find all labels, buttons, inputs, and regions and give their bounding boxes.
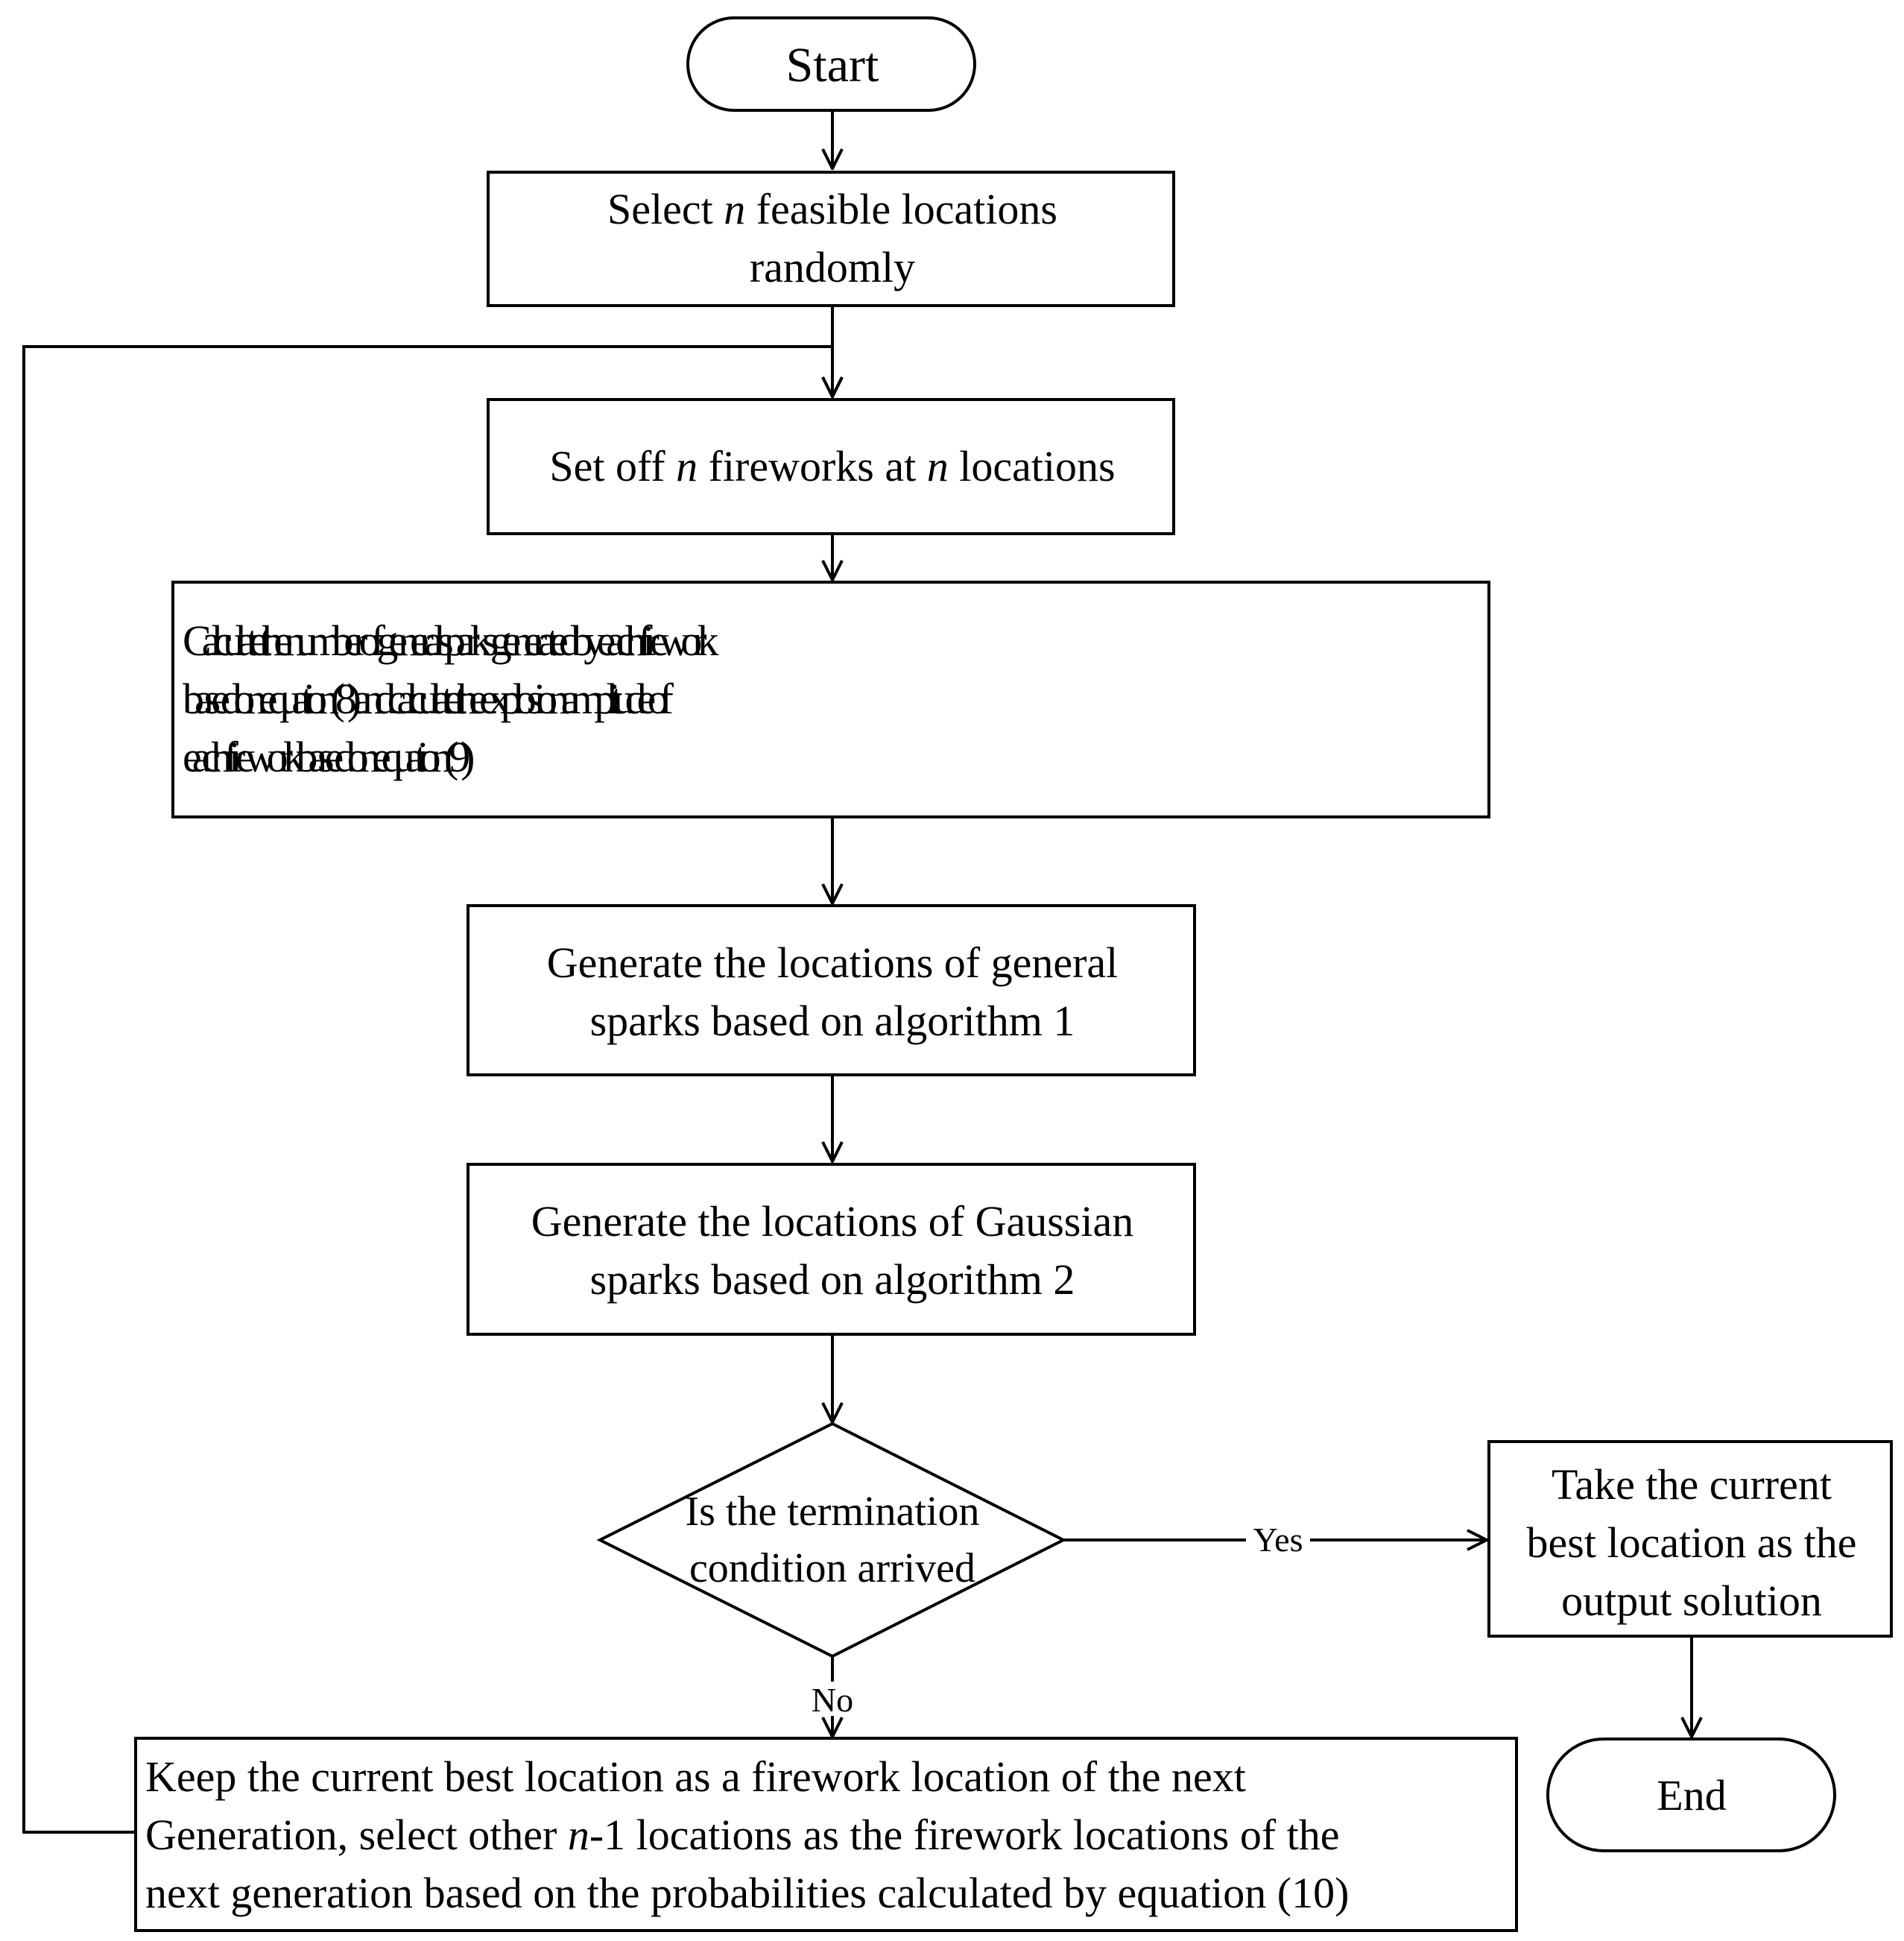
text-line: Generate the locations of general <box>547 938 1119 987</box>
text-line: condition arrived <box>689 1545 975 1591</box>
select-label: Select n feasible locations randomly <box>607 185 1057 291</box>
gaussian-sparks-label: Generate the locations of Gaussian sparks… <box>531 1197 1134 1304</box>
keep-node: Keep the current best location as a fire… <box>134 1737 1518 1932</box>
calculate-node: Calculate the number of general sparks g… <box>171 581 1490 818</box>
calculate-label: Calculate the number of general sparks g… <box>183 616 719 781</box>
edge-label-yes: Yes <box>1253 1521 1303 1559</box>
text-line: output solution <box>1561 1577 1822 1625</box>
start-label: Start <box>786 38 879 92</box>
text-line: sparks based on algorithm 2 <box>590 1255 1075 1304</box>
start-node: Start <box>686 16 976 112</box>
output-label: Take the current best location as the outp… <box>1527 1460 1857 1625</box>
keep-label: Keep the current best location as a fire… <box>145 1752 1349 1917</box>
edge-label-no: No <box>812 1681 853 1719</box>
edge-loop-back <box>22 345 832 1834</box>
text-line: randomly <box>750 243 915 291</box>
text-line: Set off n fireworks at n locations <box>549 442 1115 490</box>
text-line: best location as the <box>1527 1518 1857 1567</box>
end-label: End <box>1657 1771 1726 1820</box>
text-line: based on equation (8) and calculate the … <box>183 675 674 723</box>
text-line: Generation, select other n-1 locations a… <box>145 1811 1340 1859</box>
setoff-node: Set off n fireworks at n locations <box>487 398 1175 535</box>
text-line: Calculate the number of general sparks g… <box>183 616 719 665</box>
decision-node: Is the termination condition arrived <box>596 1421 1067 1658</box>
setoff-label: Set off n fireworks at n locations <box>549 442 1115 490</box>
select-node: Select n feasible locations randomly <box>487 171 1175 307</box>
text-line: each firework based on equation (9) <box>183 733 475 781</box>
text-line: Take the current <box>1552 1460 1832 1509</box>
connectors <box>22 110 1692 1834</box>
gaussian-sparks-node: Generate the locations of Gaussian sparks… <box>466 1163 1196 1336</box>
text-line: sparks based on algorithm 1 <box>590 997 1075 1045</box>
text-line: Keep the current best location as a fire… <box>145 1752 1246 1801</box>
decision-label: Is the termination condition arrived <box>685 1489 979 1591</box>
text-line: Generate the locations of Gaussian <box>531 1197 1134 1246</box>
text-line: Select n feasible locations <box>607 185 1057 233</box>
general-sparks-node: Generate the locations of general sparks … <box>466 904 1196 1076</box>
text-line: Is the termination <box>685 1489 979 1535</box>
general-sparks-label: Generate the locations of general sparks … <box>547 938 1119 1045</box>
end-node: End <box>1546 1738 1836 1852</box>
output-node: Take the current best location as the outp… <box>1487 1440 1893 1638</box>
text-line: next generation based on the probabiliti… <box>145 1869 1349 1917</box>
